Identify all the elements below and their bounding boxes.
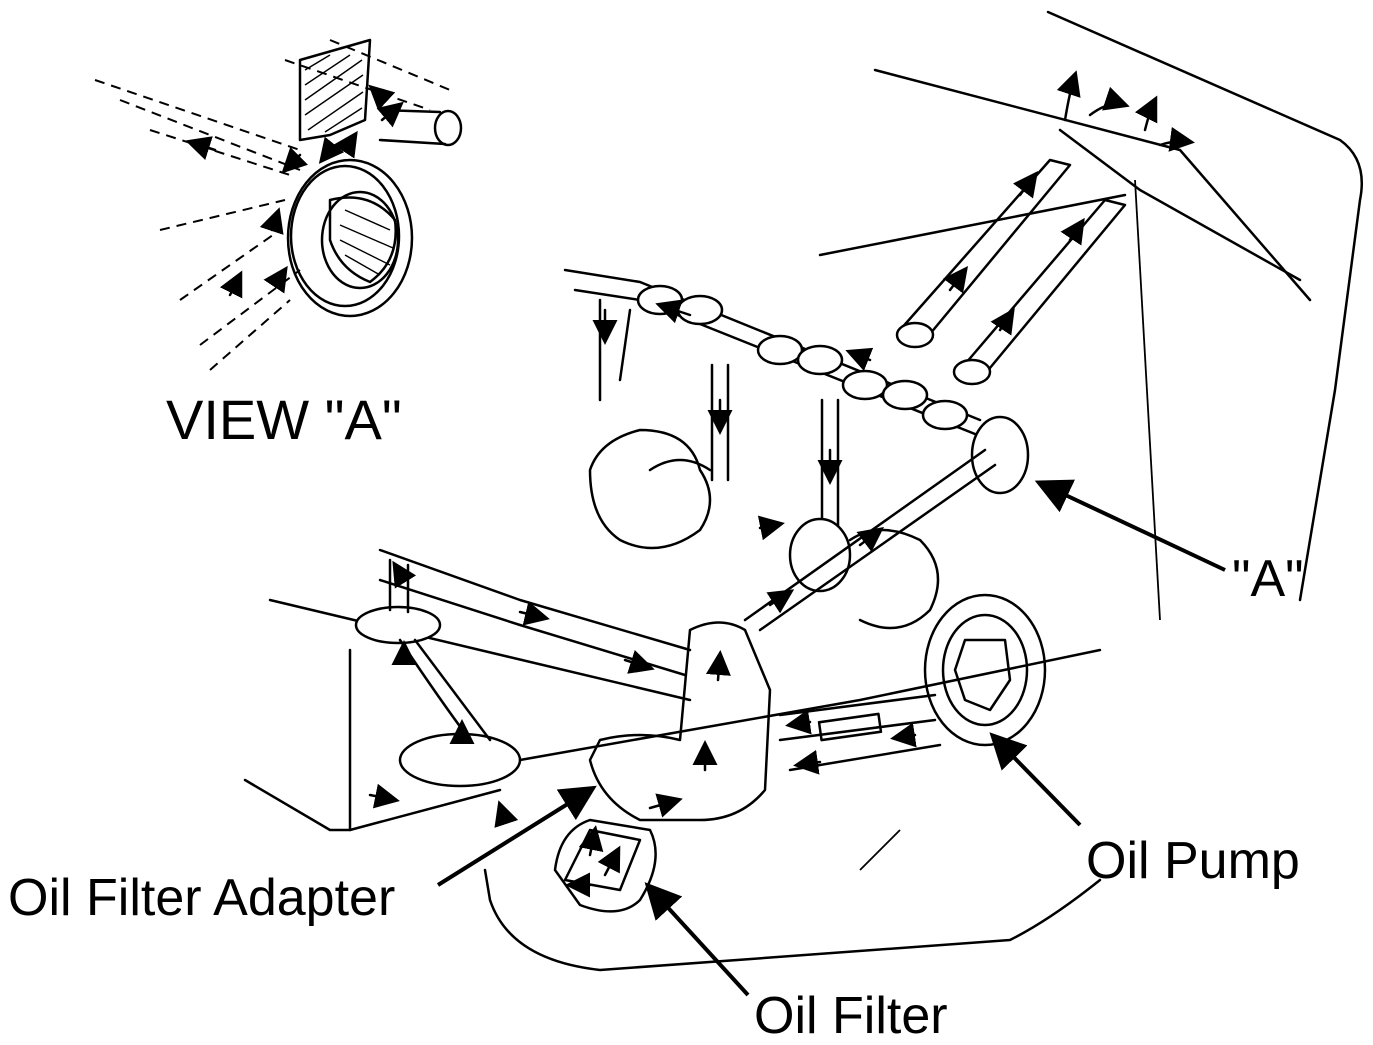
- view-a-detail: [94, 38, 463, 371]
- oil-pump-label: Oil Pump: [1086, 832, 1300, 890]
- hatch-lines: [304, 54, 364, 133]
- oil-filter-label: Oil Filter: [754, 987, 948, 1045]
- rotor-hatch: [339, 209, 394, 276]
- callout-arrows: [436, 479, 1226, 997]
- callout-oil-filter-adapter-arrow: [436, 785, 597, 887]
- callout-a-label: "A": [1232, 550, 1304, 608]
- oil-filter-adapter-label: Oil Filter Adapter: [8, 869, 396, 927]
- view-a-label: VIEW "A": [166, 388, 402, 451]
- callout-a-arrow: [1034, 479, 1226, 572]
- engine-outline: [243, 10, 1364, 972]
- camshaft-lobes: [636, 284, 969, 431]
- callout-oil-filter-arrow: [644, 882, 750, 997]
- callout-oil-pump-arrow: [989, 732, 1082, 827]
